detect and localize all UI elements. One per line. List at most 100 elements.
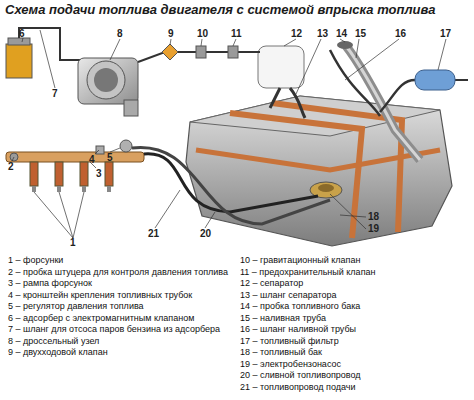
leader-line [34,192,84,238]
throttle-housing [78,58,138,104]
injector-tip [32,186,36,192]
part-list-item: 13 – шланг сепаратора [240,291,336,301]
fuel-line [455,79,468,81]
leader-lines [12,30,446,238]
part-list-item: 17 – топливный фильтр [240,337,339,347]
throttle-bore [87,61,125,99]
filler-pipe [346,46,420,160]
leader-line [345,39,399,80]
leader-line [40,30,55,88]
leader-line [110,39,120,60]
leader-line [95,150,99,154]
callout-number: 5 [107,152,113,163]
vapour-hose [19,28,82,60]
separator-hose [290,88,305,118]
filler-hose [330,50,380,116]
pressure-regulator [120,140,132,152]
callout-number: 7 [52,88,58,99]
part-list-item: 1 – форсунки [8,256,63,266]
leader-line [438,39,446,70]
callout-number: 19 [368,223,379,234]
injector [55,162,63,186]
leader-line [233,39,236,46]
callout-number: 3 [96,168,102,179]
leader-line [110,148,120,152]
callout-number: 18 [368,211,379,222]
part-list-item: 21 – топливопровод подачи [240,383,355,393]
part-list-item: 11 – предохранительный клапан [240,268,375,278]
part-list-item: 12 – сепаратор [240,279,303,289]
part-list-item: 9 – двухходовой клапан [8,348,108,358]
leader-line [170,39,171,45]
part-list-item: 8 – дроссельный узел [8,337,99,347]
callout-number: 12 [291,28,302,39]
injector-tip [107,186,111,192]
leader-line [356,39,359,58]
diagram-title: Схема подачи топлива двигателя с системо… [5,3,435,17]
part-list-item: 14 – пробка топливного бака [240,302,360,312]
callout-number: 14 [336,28,347,39]
safety-valve [228,46,238,58]
throttle-sensor [124,100,138,116]
adsorber [6,44,32,78]
leader-line [205,212,215,228]
fuel-tank [186,96,452,246]
injector [105,162,113,186]
adsorber-valve [8,38,30,45]
injector-tip [57,186,61,192]
callout-number: 20 [200,228,211,239]
callout-number: 13 [317,28,328,39]
test-plug [10,153,18,161]
callout-number: 16 [395,28,406,39]
leader-line [340,39,345,42]
callout-number: 2 [8,161,14,172]
tank-body [186,96,452,246]
return-line [132,147,330,224]
leader-line [12,157,14,161]
callout-number: 21 [148,228,159,239]
callout-number: 4 [89,154,95,165]
part-list-item: 5 – регулятор давления топлива [8,302,144,312]
separator-hose [270,88,280,108]
leader-line [330,194,366,229]
part-list-item: 7 – шланг для отсоса паров бензина из ад… [8,325,220,335]
leader-line [155,190,180,228]
callout-number: 10 [197,28,208,39]
fuel-filter [415,70,455,90]
pump-flange [318,184,334,192]
callout-number: 1 [70,237,76,248]
gravity-valve [196,46,206,58]
tank-strap [196,150,440,170]
part-list-item: 4 – кронштейн крепления топливных трубок [8,291,192,301]
callout-number: 9 [168,28,174,39]
leader-line [284,39,296,46]
separator [258,46,304,88]
part-list-item: 10 – гравитационный клапан [240,256,360,266]
throttle-body [78,58,138,116]
injector [80,162,88,186]
part-list-item: 2 – пробка штуцера для контроля давления… [8,268,228,278]
tank-strap [230,113,362,238]
part-list-item: 16 – шланг наливной трубы [240,325,356,335]
callout-number: 17 [440,28,451,39]
tank-cap [337,41,353,49]
callout-number: 15 [355,28,366,39]
injector-tip [82,186,86,192]
fuel-rail [6,152,144,162]
callout-number: 8 [117,28,123,39]
fuel-line [380,80,415,112]
tube-bracket [96,146,104,154]
supply-line [144,154,318,212]
injector [30,162,38,186]
part-list-item: 20 – сливной топливопровод [240,371,361,381]
part-list-item: 3 – рампа форсунок [8,279,92,289]
filler-pipe [346,46,420,160]
part-list-item: 15 – наливная труба [240,314,326,324]
leader-line [201,39,202,46]
callout-number: 6 [19,28,25,39]
part-list-item: 6 – адсорбер с электромагнитным клапаном [8,314,194,324]
leader-line [296,39,321,94]
throttle-bore [94,68,118,92]
part-list-item: 19 – электробензонасос [240,360,341,370]
